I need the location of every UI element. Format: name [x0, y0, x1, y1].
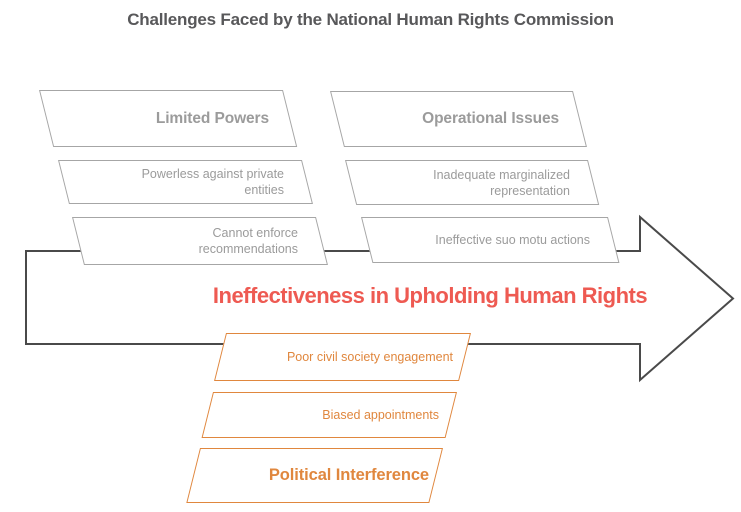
box-poor-civil-society-engagement: Poor civil society engagement [214, 333, 471, 381]
box-operational-issues-header: Operational Issues [330, 91, 587, 147]
box-label: Ineffective suo motu actions [435, 233, 590, 247]
box-political-interference-header: Political Interference [186, 448, 443, 503]
arrow-outline [25, 214, 735, 383]
box-label: Poor civil society engagement [286, 350, 453, 364]
box-biased-appointments: Biased appointments [201, 392, 457, 438]
box-label: Limited Powers [155, 109, 269, 127]
box-label: Inadequate marginalized representation [433, 167, 570, 198]
diagram-title: Challenges Faced by the National Human R… [127, 10, 614, 29]
box-label: Powerless against private entities [141, 167, 284, 197]
box-ineffective-suo-motu-actions: Ineffective suo motu actions [361, 217, 620, 263]
box-inadequate-marginalized-representation: Inadequate marginalized representation [345, 160, 600, 205]
box-powerless-private-entities: Powerless against private entities [58, 160, 313, 204]
box-label: Political Interference [268, 465, 429, 484]
box-cannot-enforce-recommendations: Cannot enforce recommendations [72, 217, 328, 265]
box-limited-powers-header: Limited Powers [39, 90, 298, 147]
box-label: Operational Issues [422, 110, 559, 128]
box-label: Cannot enforce recommendations [198, 226, 298, 256]
arrow-label: Ineffectiveness in Upholding Human Right… [212, 283, 648, 308]
box-label: Biased appointments [322, 408, 439, 422]
